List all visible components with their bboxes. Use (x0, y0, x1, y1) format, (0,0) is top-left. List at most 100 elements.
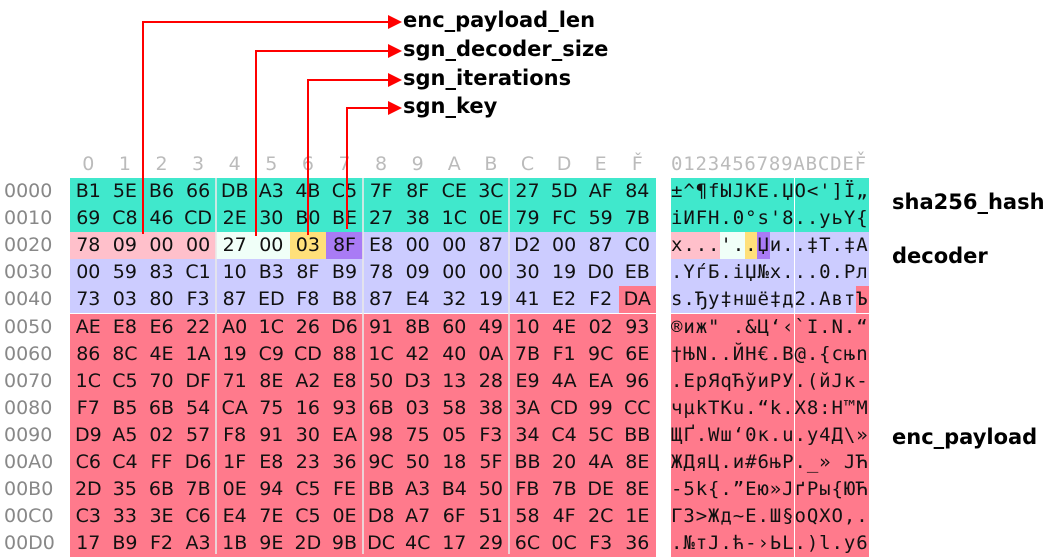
hex-byte: CA (216, 394, 253, 422)
hex-byte: 3C (472, 178, 510, 206)
ascii-cell-background (843, 421, 857, 449)
ascii-cell-background (708, 232, 721, 260)
ascii-cell-background (856, 340, 869, 368)
hex-byte: BB (509, 449, 546, 477)
ascii-cell-background (794, 421, 807, 449)
ascii-cell-background (683, 178, 696, 206)
hex-byte: 49 (472, 313, 510, 341)
hex-byte: 6E (619, 340, 656, 368)
ascii-cell-background (757, 178, 770, 206)
hex-byte: 19 (545, 259, 583, 287)
label-sgn-key: sgn_key (403, 94, 498, 118)
hex-byte: 38 (399, 205, 436, 233)
hex-byte: B9 (326, 259, 363, 287)
hex-byte: 00 (436, 259, 473, 287)
ascii-cell-background (708, 449, 721, 477)
ascii-cell-background (769, 178, 783, 206)
hex-byte: 09 (106, 232, 144, 260)
row-offset: 0070 (4, 369, 53, 392)
ascii-cell-background (856, 530, 869, 557)
hex-byte: 4A (582, 449, 619, 477)
ascii-cell-background (831, 476, 844, 504)
hex-byte: 50 (399, 449, 436, 477)
hex-byte: 59 (106, 259, 144, 287)
hex-byte: 50 (362, 367, 400, 395)
column-header: 9 (411, 153, 424, 175)
hex-byte: 27 (216, 232, 253, 260)
hex-byte: F1 (545, 340, 583, 368)
ascii-cell-background (806, 286, 820, 314)
ascii-cell-background (720, 259, 733, 287)
ascii-cell-background (683, 503, 696, 531)
label-enc-payload: enc_payload (892, 425, 1038, 449)
ascii-cell-background (745, 286, 758, 314)
ascii-cell-background (683, 232, 696, 260)
ascii-cell-background (794, 232, 807, 260)
ascii-cell-background (732, 421, 746, 449)
ascii-cell-background (732, 530, 746, 557)
hex-byte: 8E (619, 449, 656, 477)
ascii-cell-background (856, 232, 869, 260)
hex-byte: F2 (143, 530, 180, 557)
ascii-cell-background (683, 530, 696, 557)
ascii-cell-background (782, 259, 795, 287)
column-header: A (447, 153, 461, 175)
ascii-row: чµkTKu.“k.X8:H™М (671, 396, 869, 419)
hex-byte: B4 (436, 476, 473, 504)
ascii-cell-background (831, 232, 844, 260)
ascii-cell-background (819, 367, 832, 395)
hex-byte: 28 (472, 367, 510, 395)
hex-byte: 84 (619, 178, 656, 206)
ascii-cell-background (806, 394, 820, 422)
hex-byte: E9 (509, 367, 546, 395)
ascii-cell-background (843, 178, 857, 206)
ascii-cell-background (708, 530, 721, 557)
hex-byte: 20 (545, 449, 583, 477)
ascii-cell-background (757, 232, 770, 260)
hex-byte: 13 (436, 367, 473, 395)
hex-byte: ED (253, 286, 290, 314)
row-offset: 0090 (4, 423, 53, 446)
ascii-cell-background (671, 205, 684, 233)
ascii-row: ®иж" .&Ц‘‹`I.N.“ (671, 315, 869, 338)
hex-byte: 7B (545, 476, 583, 504)
ascii-cell-background (782, 367, 795, 395)
ascii-row: †ЊN..ЙН€.B@.{сњn (671, 342, 869, 365)
ascii-cell-background (720, 286, 733, 314)
ascii-cell-background (769, 367, 783, 395)
hex-byte: 1C (70, 367, 107, 395)
hex-byte: 00 (436, 232, 473, 260)
ascii-cell-background (683, 205, 696, 233)
hex-byte: 99 (582, 394, 619, 422)
row-offset: 00C0 (4, 505, 54, 528)
hex-byte: C1 (179, 259, 217, 287)
hex-byte: 54 (179, 394, 217, 422)
hex-byte: A3 (399, 476, 436, 504)
hex-byte: B1 (70, 178, 107, 206)
hex-byte: 93 (326, 394, 363, 422)
hex-byte: A7 (399, 503, 436, 531)
hex-byte: 2D (289, 530, 327, 557)
ascii-cell-background (720, 530, 733, 557)
ascii-cell-background (843, 449, 857, 477)
ascii-cell-background (732, 394, 746, 422)
hex-byte: 00 (472, 259, 510, 287)
ascii-cell-background (782, 421, 795, 449)
ascii-cell-background (671, 178, 684, 206)
hex-byte: B6 (143, 178, 180, 206)
hex-byte: 4E (545, 313, 583, 341)
hex-byte: 3A (509, 394, 546, 422)
hex-byte: C5 (106, 367, 144, 395)
hex-byte: 51 (472, 503, 510, 531)
hex-byte: 87 (582, 232, 619, 260)
ascii-cell-background (782, 530, 795, 557)
row-offset: 00B0 (4, 478, 54, 501)
hex-byte: 75 (399, 421, 436, 449)
hex-byte: 93 (619, 313, 656, 341)
ascii-cell-background (708, 340, 721, 368)
ascii-cell-background (671, 232, 684, 260)
hex-byte: 94 (253, 476, 290, 504)
ascii-cell-background (757, 340, 770, 368)
ascii-cell-background (819, 340, 832, 368)
ascii-cell-background (720, 367, 733, 395)
